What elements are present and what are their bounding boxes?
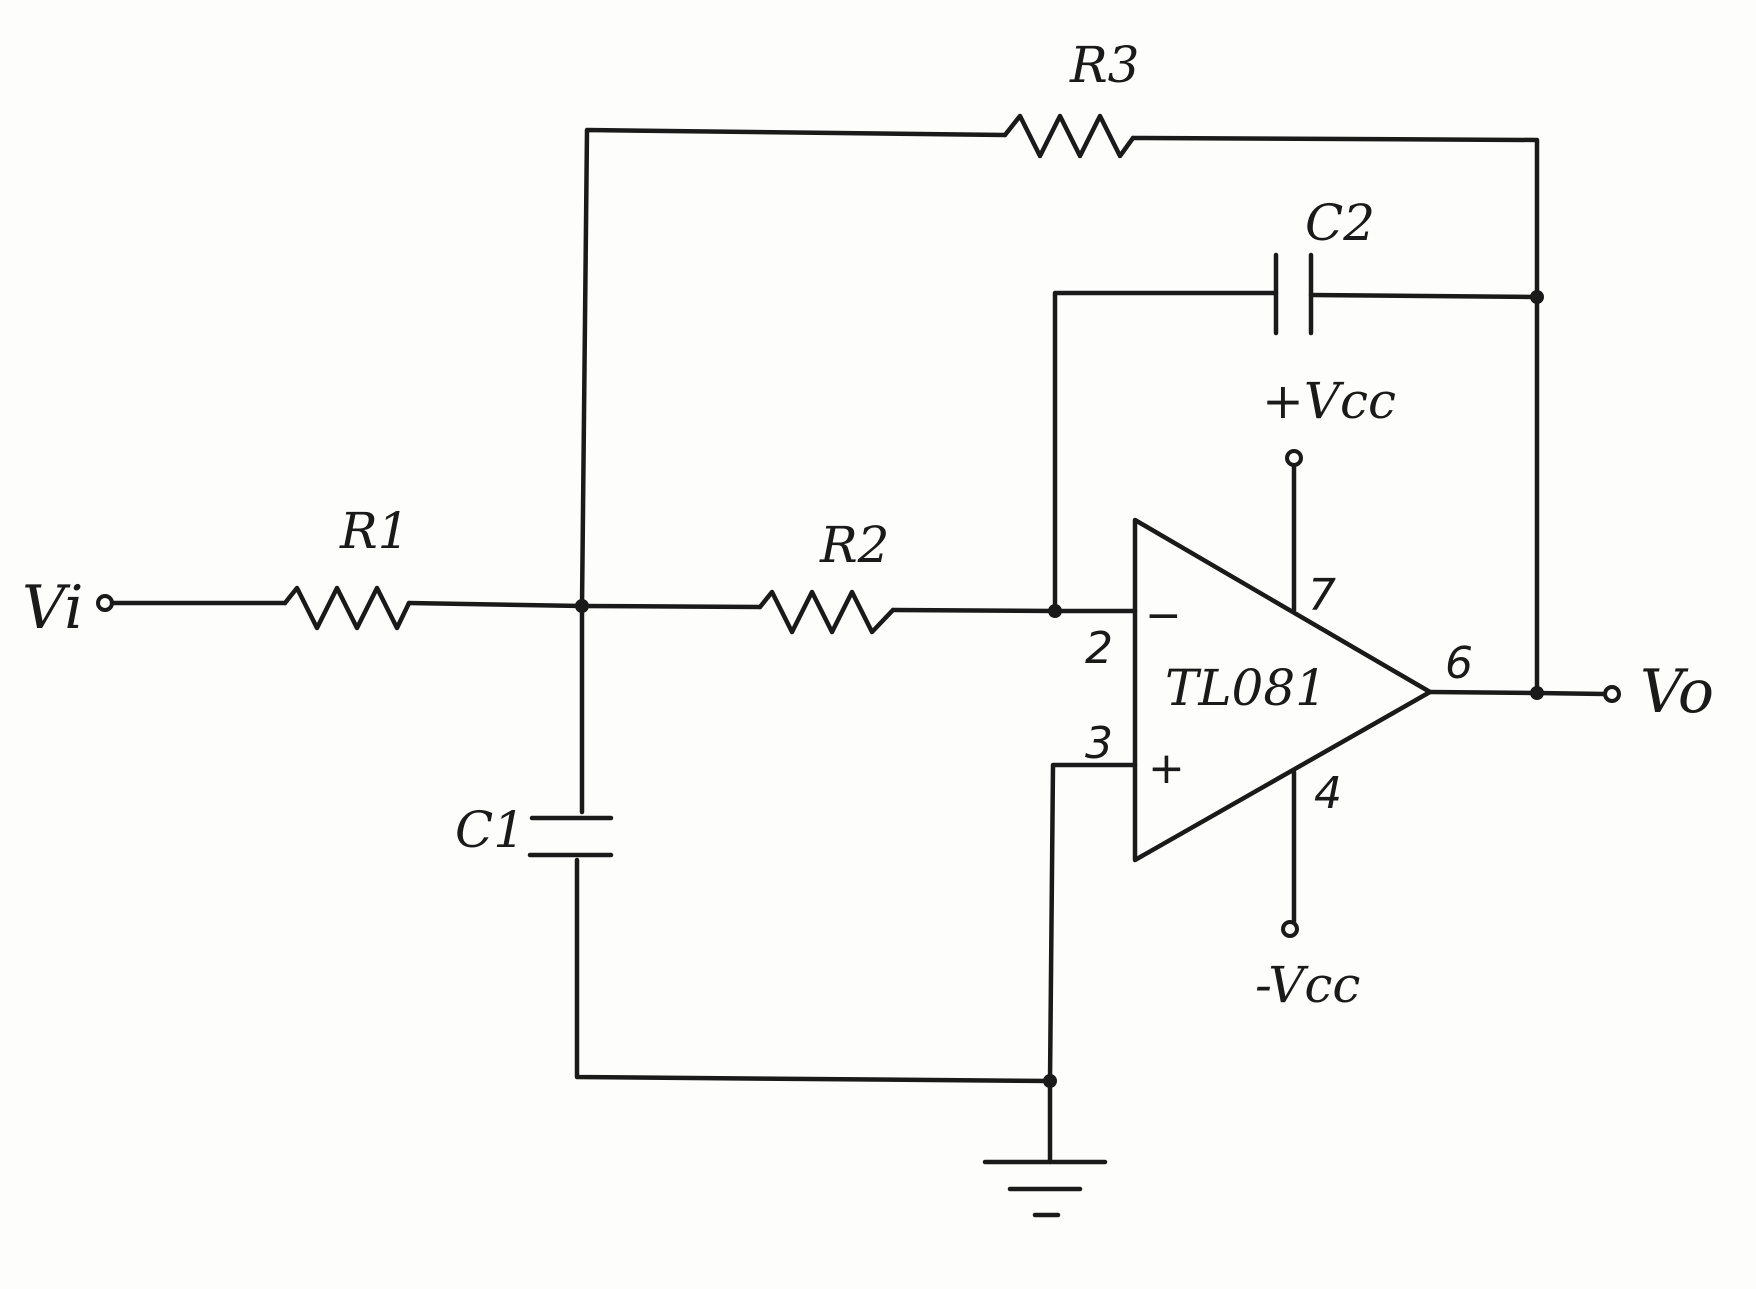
label-r1: R1 [339,502,409,560]
label-noninverting-sign: + [1148,743,1185,794]
vcc-neg-terminal [1281,920,1299,938]
wire-r2-inv [890,607,1138,614]
junction-c2-r3 [1530,290,1544,304]
label-r3: R3 [1069,36,1139,94]
label-c1: C1 [455,801,525,859]
label-vcc-pos: +Vcc [1262,372,1396,430]
label-vo: Vo [1640,657,1714,727]
wire-output [1427,689,1608,697]
output-terminal [1603,685,1621,703]
vcc-pos-terminal [1285,449,1303,467]
wire-r3-right [1130,135,1540,696]
pin-3-label: 3 [1085,718,1113,769]
resistor-r1 [282,585,412,631]
pin-2-label: 2 [1085,623,1113,674]
label-opamp: TL081 [1165,659,1327,717]
label-vi: Vi [22,573,83,643]
opamp-tl081 [1132,517,1433,863]
pin-7-label: 7 [1308,570,1336,621]
label-inverting-sign: − [1145,590,1182,641]
wire-r1-node [406,600,585,609]
resistor-r2 [757,589,896,635]
wire-noninv-ground [1047,762,1138,1165]
wire-node-r2 [579,603,763,610]
junction-output [1530,686,1544,700]
wire-c1-ground [574,857,1053,1084]
pin-4-label: 4 [1314,768,1342,819]
resistor-r3 [1002,113,1136,159]
label-r2: R2 [819,516,889,574]
pin-6-label: 6 [1445,638,1473,689]
wire-c2-left [1052,290,1279,614]
wire-r3-left [579,127,1008,609]
label-vcc-neg: -Vcc [1255,956,1360,1014]
label-c2: C2 [1305,194,1375,252]
wire-c2-right [1308,292,1540,300]
